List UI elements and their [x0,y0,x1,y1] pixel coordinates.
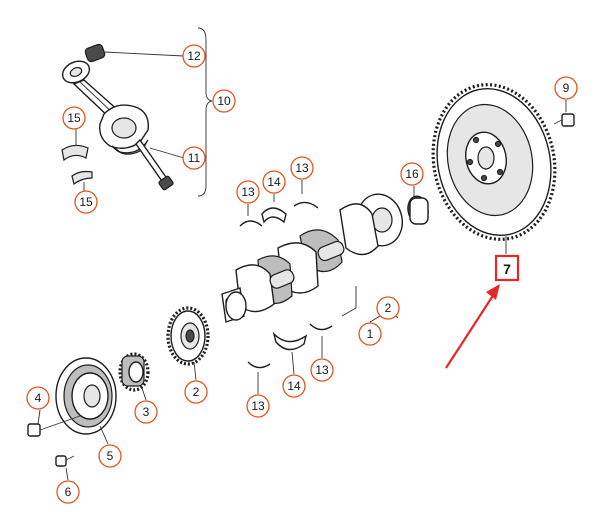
callout-c12: 12 [182,44,206,68]
callout-circle [62,106,86,130]
callout-circle [182,146,206,170]
callout-number: 11 [188,151,201,165]
callout-c16: 16 [400,162,424,186]
callout-number: 13 [251,399,265,413]
callout-c11: 11 [182,146,206,170]
small-bolt [55,455,75,481]
callout-number: 2 [385,301,392,315]
callout-circle [74,190,98,214]
callout-number: 13 [315,363,329,377]
callout-c2b: 2 [184,380,208,404]
callout-c6: 6 [56,480,80,504]
callout-c3: 3 [134,400,158,424]
callout-c15b: 15 [74,190,98,214]
timing-gear [166,306,210,381]
callout-c15a: 15 [62,106,86,130]
callout-circle [134,400,158,424]
callout-circle [290,156,314,180]
callout-circle [376,296,400,320]
highlight-label: 7 [503,261,511,277]
callout-number: 13 [295,161,309,175]
callout-number: 15 [67,111,81,125]
callout-number: 14 [287,379,301,393]
callout-circle [262,170,286,194]
callout-circle [212,89,236,113]
callout-circle [400,162,424,186]
callout-number: 9 [563,81,570,95]
highlighted-callout: 7 [494,254,520,282]
callout-number: 16 [405,167,419,181]
callout-number: 3 [143,405,150,419]
callout-c13d: 13 [310,358,334,382]
callout-circle [184,380,208,404]
highlight-box [494,254,520,282]
needle-bearing [407,186,429,225]
flywheel [431,83,557,254]
crank-pulley [55,357,117,445]
callout-number: 6 [65,485,72,499]
callout-circle [282,374,306,398]
callout-c13c: 13 [246,394,270,418]
connecting-rod-assembly [61,27,213,197]
callout-c9: 9 [554,76,578,100]
callout-number: 14 [267,175,281,189]
callout-number: 15 [79,195,93,209]
callout-c10: 10 [212,89,236,113]
callout-circle [358,322,382,346]
callout-c5: 5 [98,444,122,468]
callout-circle [236,180,260,204]
crankshaft [221,193,403,323]
callout-circle [246,394,270,418]
callout-number: 2 [193,385,200,399]
callout-circle [56,480,80,504]
callout-number: 10 [217,94,231,108]
drive-gear [118,352,150,401]
bearing-shells-upper [239,180,319,227]
callout-c2a: 2 [376,296,400,320]
callout-c4: 4 [26,386,50,410]
callout-number: 5 [107,449,114,463]
callout-number: 12 [187,49,201,63]
flywheel-bolt [553,100,575,127]
callout-c14a: 14 [262,170,286,194]
callout-c13a: 13 [236,180,260,204]
callout-c14b: 14 [282,374,306,398]
callout-number: 13 [241,185,255,199]
pulley-bolt [27,409,81,437]
callout-number: 4 [35,391,42,405]
callout-number: 1 [367,327,374,341]
callout-circle [26,386,50,410]
callout-circle [182,44,206,68]
callout-circle [310,358,334,382]
callout-circle [554,76,578,100]
bearing-shells-lower [247,323,333,394]
callout-c13b: 13 [290,156,314,180]
red-arrow [445,284,500,369]
callout-circle [98,444,122,468]
callout-c1: 1 [358,322,382,346]
